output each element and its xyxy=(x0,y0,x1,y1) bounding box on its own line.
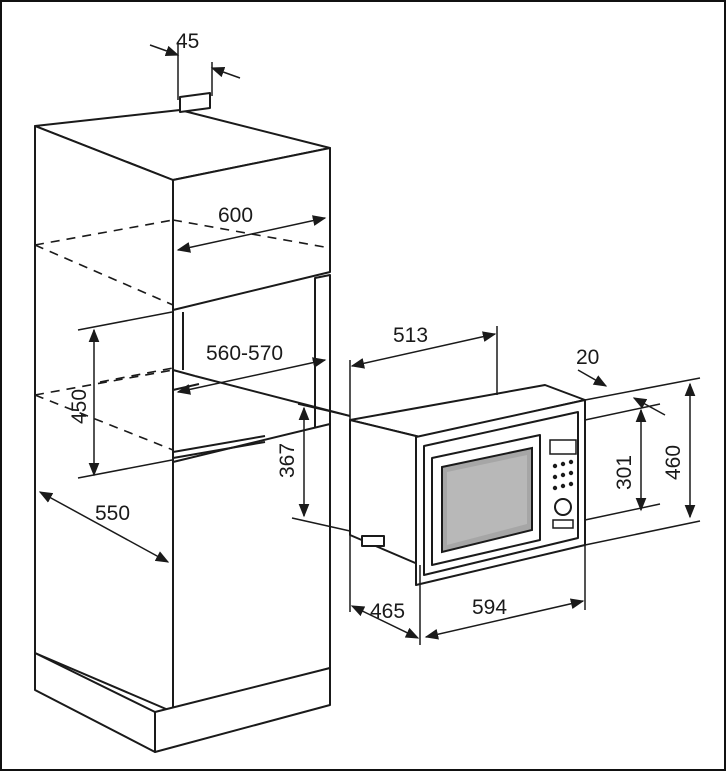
label-301: 301 xyxy=(613,455,636,490)
cabinet-side-panel xyxy=(34,125,174,713)
dim-513 xyxy=(349,326,498,420)
label-45: 45 xyxy=(176,30,199,53)
microwave-window-inner xyxy=(447,455,527,545)
control-panel xyxy=(549,439,577,529)
label-20: 20 xyxy=(576,346,599,369)
dim-594 xyxy=(424,545,586,640)
label-600: 600 xyxy=(218,204,253,227)
dim-465 xyxy=(349,535,421,645)
label-465: 465 xyxy=(370,600,405,623)
cabinet-back-rail xyxy=(179,92,211,113)
dial-knob xyxy=(554,498,572,516)
cabinet-lower-door xyxy=(172,423,331,713)
door-button xyxy=(552,519,574,529)
label-460: 460 xyxy=(662,445,685,480)
dim-550-line xyxy=(38,491,170,563)
label-594: 594 xyxy=(472,596,507,619)
dim-301 xyxy=(584,403,661,521)
tall-cabinet xyxy=(34,92,351,753)
label-450: 450 xyxy=(68,389,91,424)
dim-367 xyxy=(291,403,351,532)
dim-460 xyxy=(584,377,701,546)
microwave-oven xyxy=(349,384,586,586)
microwave-foot xyxy=(361,535,385,547)
label-513: 513 xyxy=(393,324,428,347)
label-560-570: 560-570 xyxy=(206,342,283,365)
label-550: 550 xyxy=(95,502,130,525)
dim-450 xyxy=(77,311,173,479)
dim-560-570-line xyxy=(176,357,327,395)
dim-600-line xyxy=(176,215,327,253)
dim-45 xyxy=(149,42,241,100)
label-367: 367 xyxy=(276,443,299,478)
display-screen xyxy=(549,439,577,455)
cabinet-plinth-side xyxy=(34,652,156,753)
